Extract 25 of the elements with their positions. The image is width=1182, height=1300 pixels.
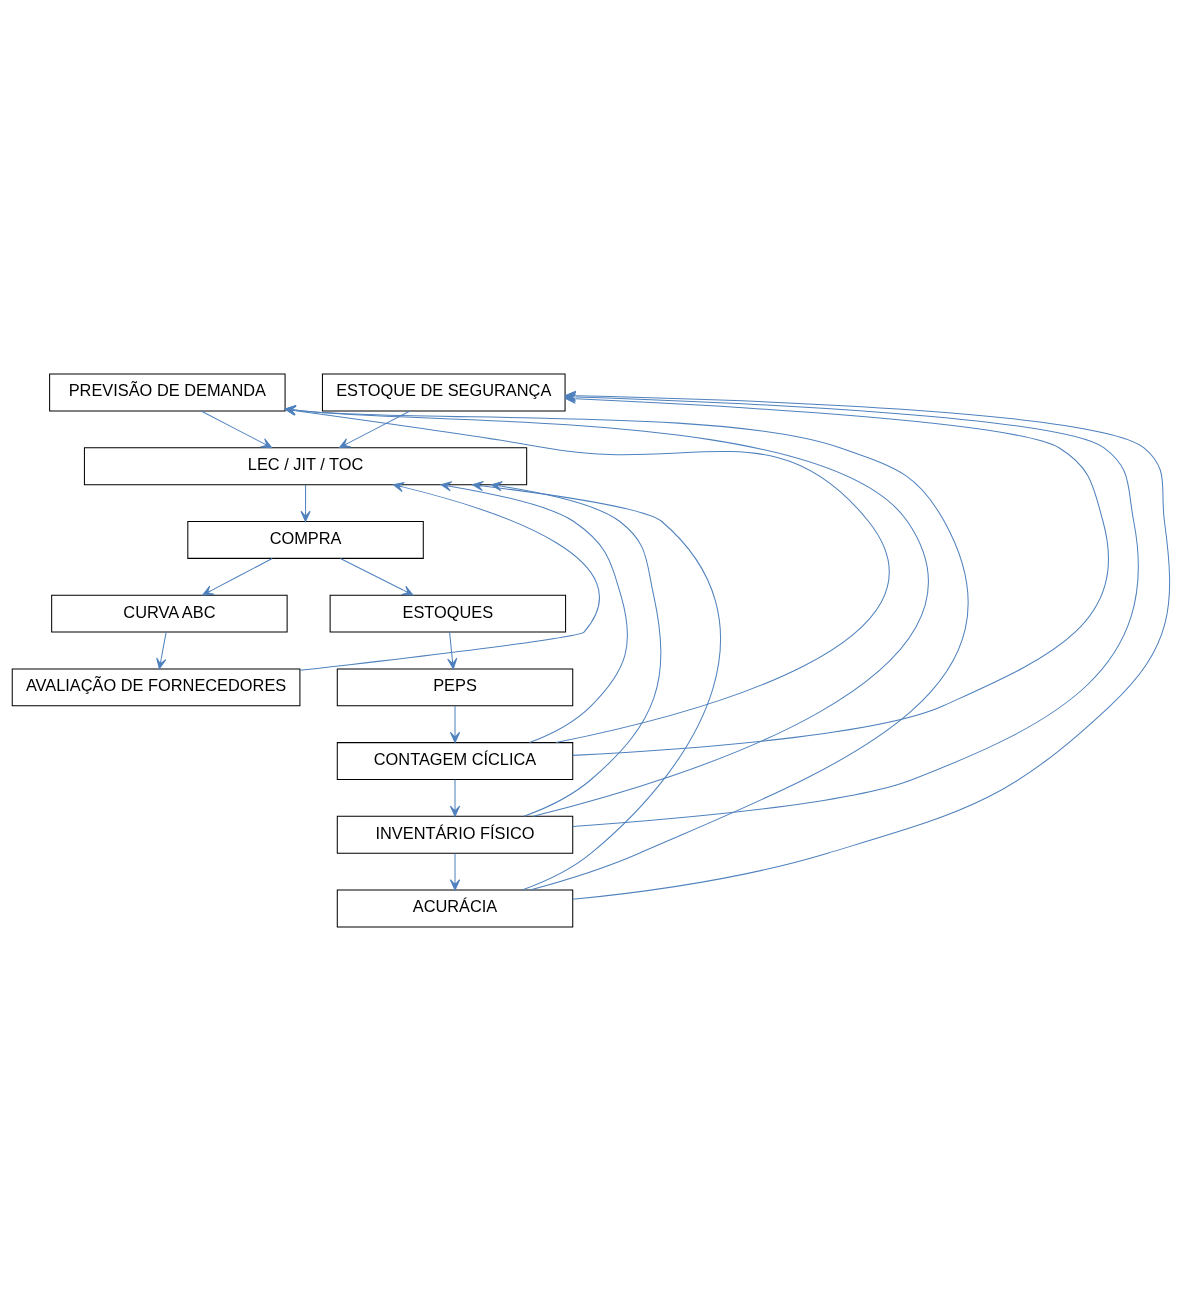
arrow xyxy=(300,483,311,522)
arrow xyxy=(449,778,461,817)
arrow xyxy=(440,480,628,743)
node-box: LEC / JIT / TOC xyxy=(83,446,528,485)
node-box: ESTOQUE DE SEGURANÇA xyxy=(321,373,566,411)
arrow xyxy=(449,852,461,890)
arrow xyxy=(299,481,600,671)
node-box: ACURÁCIA xyxy=(336,889,574,927)
node-box: ESTOQUES xyxy=(329,594,567,633)
node-box: COMPRA xyxy=(187,520,424,559)
node-box: CURVA ABC xyxy=(51,594,288,633)
node-box: CONTAGEM CÍCLICA xyxy=(336,741,574,780)
arrow xyxy=(202,557,273,596)
arrow xyxy=(447,631,458,669)
node-box: AVALIAÇÃO DE FORNECEDORES xyxy=(11,667,301,706)
arrow xyxy=(339,557,414,596)
node-box: PEPS xyxy=(336,667,574,706)
node-box: PREVISÃO DE DEMANDA xyxy=(49,373,286,411)
arrow xyxy=(200,410,273,448)
arrow xyxy=(491,480,662,817)
arrow xyxy=(472,480,721,890)
arrow xyxy=(449,705,461,743)
node-box: INVENTÁRIO FÍSICO xyxy=(336,815,574,854)
arrow xyxy=(156,631,167,669)
arrow xyxy=(339,410,411,448)
